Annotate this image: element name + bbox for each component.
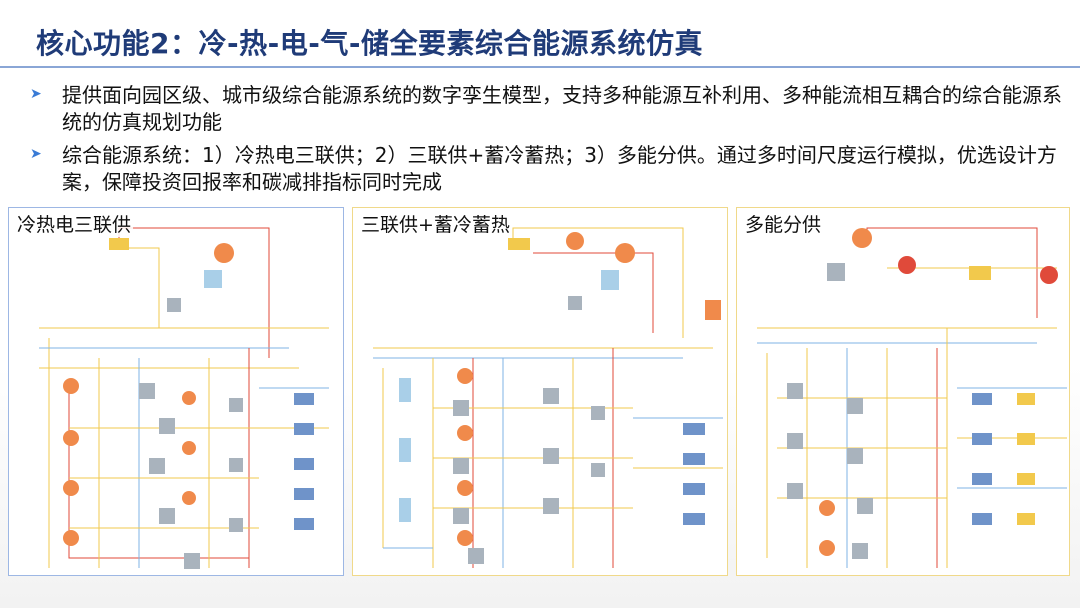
panel-label: 多能分供 [743,210,824,237]
chevron-right-icon: ➤ [30,86,42,102]
bullet-text: 提供面向园区级、城市级综合能源系统的数字孪生模型，支持多种能源互补利用、多种能流… [62,83,1062,134]
chp-storage-system-diagram [373,227,723,568]
panel-chp-storage-diagram: 三联供+蓄冷蓄热 [352,207,728,576]
panel-multi-supply-diagram: 多能分供 [736,207,1070,576]
panel-label: 冷热电三联供 [15,210,134,237]
chevron-right-icon: ➤ [30,146,42,162]
chp-system-diagram [39,227,329,569]
title-divider [0,66,1080,68]
panel-label: 三联供+蓄冷蓄热 [359,210,512,237]
multi-supply-system-diagram [757,227,1067,568]
bullet-item-1: ➤ 提供面向园区级、城市级综合能源系统的数字孪生模型，支持多种能源互补利用、多种… [30,82,1070,136]
bullet-item-2: ➤ 综合能源系统：1）冷热电三联供；2）三联供+蓄冷蓄热；3）多能分供。通过多时… [30,142,1070,196]
bullet-text: 综合能源系统：1）冷热电三联供；2）三联供+蓄冷蓄热；3）多能分供。通过多时间尺… [62,143,1057,194]
bullet-list: ➤ 提供面向园区级、城市级综合能源系统的数字孪生模型，支持多种能源互补利用、多种… [30,82,1070,202]
title-bar: 核心功能2：冷-热-电-气-储全要素综合能源系统仿真 [0,0,1080,68]
panel-chp-diagram: 冷热电三联供 [8,207,344,576]
page-title: 核心功能2：冷-热-电-气-储全要素综合能源系统仿真 [36,27,703,60]
